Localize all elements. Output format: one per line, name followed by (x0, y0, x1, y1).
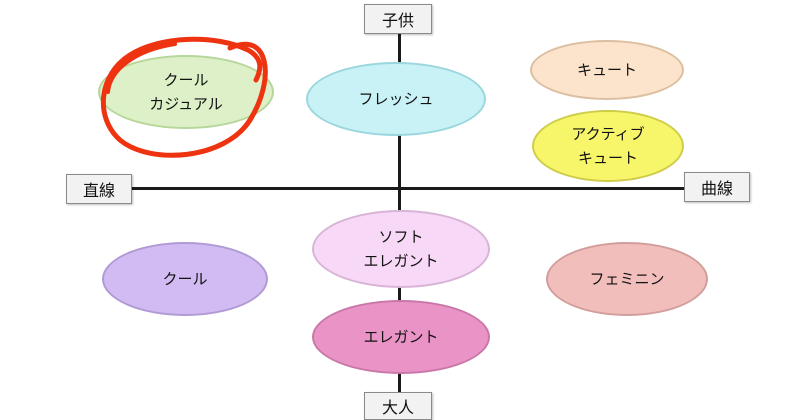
axis-label-top: 子供 (364, 4, 432, 34)
style-label-line: フレッシュ (358, 90, 434, 108)
style-fresh: フレッシュ (306, 62, 486, 136)
style-label-line: エレガント (363, 328, 439, 346)
style-label-line: キュート (576, 61, 637, 79)
style-label-line: クール (163, 71, 209, 89)
style-label-line: クール (162, 270, 208, 288)
style-cool: クール (102, 242, 268, 316)
highlight-stroke (100, 36, 268, 158)
style-active-cute: アクティブ キュート (532, 110, 684, 182)
style-label-line: カジュアル (149, 95, 223, 113)
axis-label-right: 曲線 (684, 172, 750, 202)
style-cute: キュート (530, 40, 684, 100)
style-soft-elegant: ソフト エレガント (312, 210, 490, 288)
style-label-line: アクティブ (571, 125, 645, 143)
axis-label-left: 直線 (66, 174, 132, 204)
style-cool-casual: クール カジュアル (98, 55, 274, 129)
style-feminine: フェミニン (546, 242, 708, 316)
highlight-stroke (106, 42, 177, 94)
style-elegant: エレガント (312, 300, 490, 374)
style-label-line: キュート (577, 149, 638, 167)
horizontal-axis (128, 187, 688, 190)
style-label-line: エレガント (363, 252, 439, 270)
axis-label-bottom: 大人 (364, 392, 432, 420)
style-label-line: フェミニン (589, 270, 665, 288)
style-label-line: ソフト (378, 228, 424, 246)
